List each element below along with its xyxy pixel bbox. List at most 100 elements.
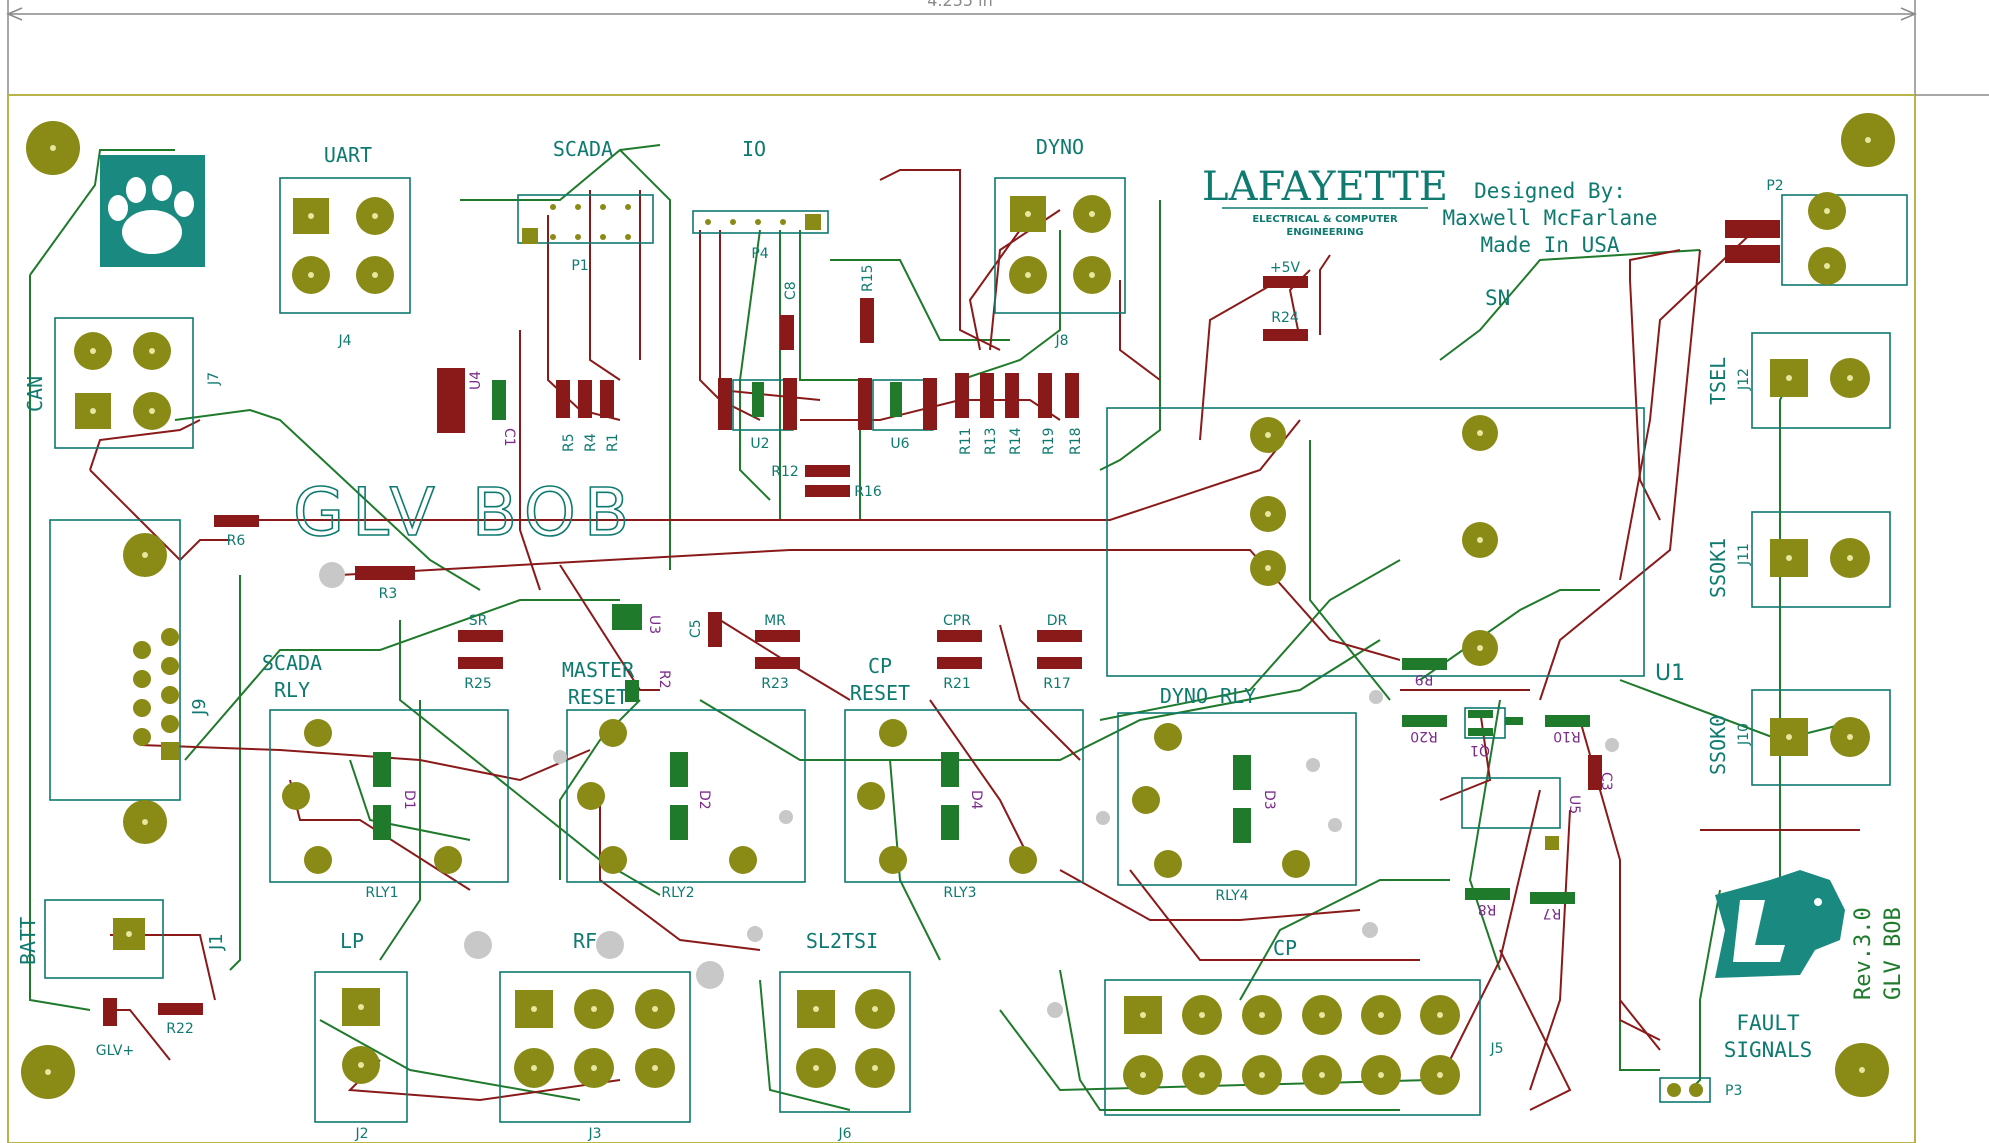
rly2-label: RLY2 — [661, 885, 694, 901]
connector-sl2tsi-j6: SL2TSI J6 — [779, 929, 911, 1142]
resistor-r4: R4 — [578, 380, 599, 452]
mount-hole-br — [1835, 1043, 1889, 1097]
j10-label: J10 — [1736, 723, 1752, 746]
r5-label: R5 — [561, 433, 577, 452]
r9-label: R9 — [1415, 671, 1434, 687]
j7-label: J7 — [206, 372, 222, 386]
resistor-r5: R5 — [556, 380, 577, 452]
connector-p2: P2 — [1725, 178, 1908, 286]
resistor-r22: R22 — [158, 1003, 203, 1037]
r13-label: R13 — [983, 427, 999, 455]
io-label: IO — [742, 137, 766, 161]
r20-label: R20 — [1410, 728, 1438, 744]
r25-label: R25 — [464, 676, 492, 692]
resistor-r7: R7 — [1530, 892, 1575, 921]
sl2tsi-label: SL2TSI — [806, 929, 878, 953]
c8-label: C8 — [783, 281, 799, 300]
c1-label: C1 — [501, 428, 517, 447]
board-title-text: GLV BOB — [293, 474, 637, 551]
d3-label: D3 — [1261, 790, 1277, 810]
r21-label: R21 — [943, 676, 971, 692]
r22-label: R22 — [166, 1021, 194, 1037]
connector-j9: J9 — [49, 519, 210, 844]
j8-label: J8 — [1054, 333, 1068, 349]
u6-label: U6 — [890, 436, 909, 452]
leopard-logo — [1715, 870, 1845, 978]
resistor-r18: R18 — [1065, 373, 1084, 455]
r10-label: R10 — [1553, 728, 1581, 744]
uart-label: UART — [324, 143, 372, 167]
r12-label: R12 — [771, 464, 799, 480]
r7-label: R7 — [1543, 905, 1562, 921]
r3-label: R3 — [379, 586, 398, 602]
j2-label: J2 — [354, 1126, 368, 1142]
resistor-r9: R9 — [1402, 658, 1447, 687]
paw-logo — [100, 155, 205, 267]
r18-label: R18 — [1068, 427, 1084, 455]
ic-u4: U4 C1 — [437, 368, 517, 447]
p1-label: P1 — [571, 258, 588, 274]
ic-u5: U5 — [1461, 777, 1582, 850]
module-u1: U1 — [1106, 407, 1685, 686]
rly3-label: RLY3 — [943, 885, 976, 901]
connector-io-p4: IO P4 — [692, 137, 829, 262]
connector-ssok0-j10: SSOK0 J10 — [1706, 689, 1891, 786]
q1-label: Q1 — [1470, 742, 1490, 758]
u4-label: U4 — [468, 371, 484, 390]
r4-label: R4 — [583, 433, 599, 452]
logo-lafayette: LAFAYETTE ELECTRICAL & COMPUTER ENGINEER… — [1202, 164, 1448, 238]
j12-label: J12 — [1736, 368, 1752, 391]
can-label: CAN — [23, 376, 47, 412]
logo-text: LAFAYETTE — [1202, 164, 1448, 210]
r8-label: R8 — [1478, 901, 1497, 917]
u3-label: U3 — [646, 615, 662, 634]
relay-rly1: SCADA RLY D1 RLY1 — [262, 651, 509, 901]
width-label: 4.255 in — [927, 0, 992, 10]
r14-label: R14 — [1008, 427, 1024, 455]
credit-line-1: Designed By: — [1474, 179, 1626, 203]
d2-label: D2 — [696, 790, 712, 810]
ic-u3: U3 R2 — [612, 604, 672, 702]
j1-label: J1 — [206, 933, 227, 951]
rev-title-text: GLV BOB — [1881, 907, 1906, 1000]
resistor-r3: R3 — [319, 562, 415, 602]
j9-label: J9 — [189, 698, 210, 716]
r16-label: R16 — [854, 484, 882, 500]
transistor-q1: Q1 — [1464, 707, 1523, 758]
relay-rly3: CP RESET D4 RLY3 — [844, 654, 1084, 901]
width-dimension: 4.255 in — [6, 0, 1917, 95]
r23-label: R23 — [761, 676, 789, 692]
scada-label: SCADA — [553, 137, 613, 161]
c3-label: C3 — [1598, 772, 1614, 791]
mount-hole-tr — [1841, 113, 1895, 167]
r1-label: R1 — [605, 433, 621, 452]
mounting-holes — [21, 113, 1895, 1099]
ic-u2: U2 — [718, 378, 797, 452]
rev-text: Rev.3.0 — [1851, 907, 1876, 1000]
connector-p3: P3 — [1659, 1077, 1742, 1103]
resistor-r14: R14 — [1005, 373, 1024, 455]
u5-label: U5 — [1566, 795, 1582, 814]
credit-line-2: Maxwell McFarlane — [1443, 206, 1658, 230]
sn-label: SN — [1485, 286, 1510, 310]
led-glv: GLV+ — [96, 998, 134, 1059]
dyno-rly-label: DYNO RLY — [1160, 684, 1256, 708]
d4-label: D4 — [968, 790, 984, 810]
fault-label-1: FAULT — [1736, 1011, 1800, 1035]
resistor-r20: R20 — [1402, 715, 1447, 744]
r11-label: R11 — [958, 427, 974, 455]
relay-rly4: DYNO RLY D3 RLY4 — [1117, 684, 1357, 904]
resistor-r8: R8 — [1465, 888, 1510, 917]
capacitor-c8: C8 — [780, 281, 799, 350]
master-reset-label-1: MASTER — [562, 658, 635, 682]
connector-batt-j1: BATT J1 — [16, 899, 227, 979]
connector-can-j7: CAN J7 — [23, 317, 222, 449]
plus5v-label: +5V — [1270, 260, 1301, 276]
cp-reset-label-2: RESET — [850, 681, 910, 705]
connector-rf-j3: RF J3 — [499, 929, 691, 1142]
credit-line-3: Made In USA — [1480, 233, 1619, 257]
relay-rly2: MASTER RESET D2 RLY2 — [562, 658, 806, 901]
